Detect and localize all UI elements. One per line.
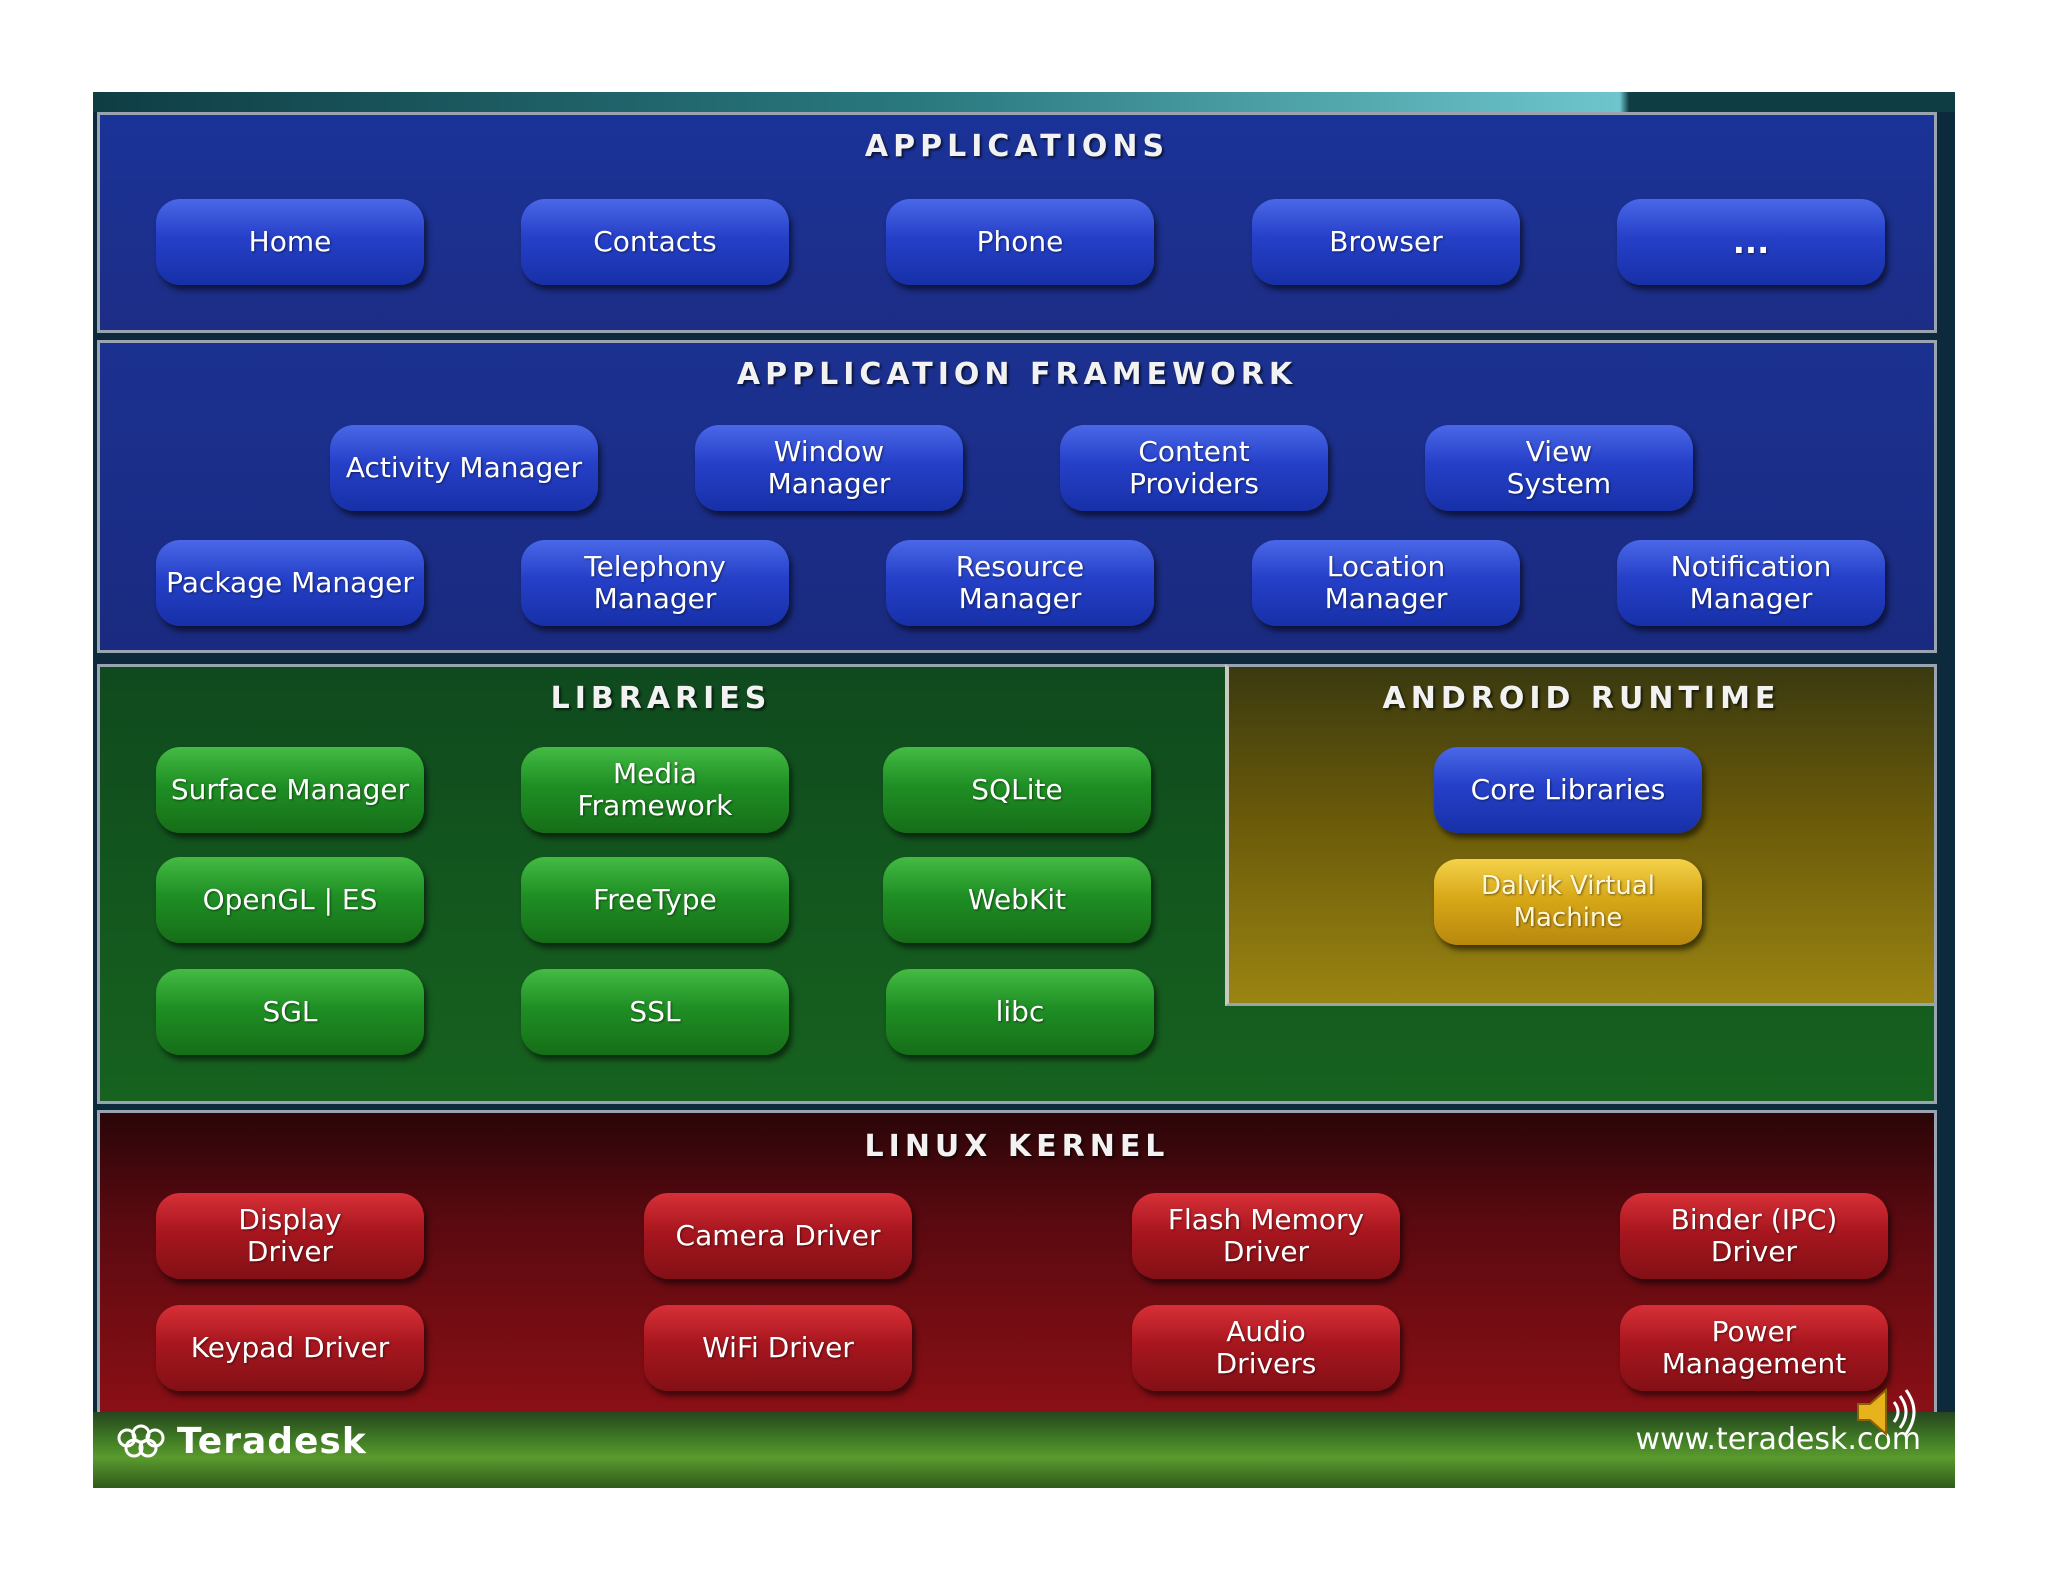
app-browser: Browser <box>1252 199 1520 285</box>
footer-band <box>93 1412 1955 1488</box>
runtime-title: Android Runtime <box>1382 681 1781 716</box>
footer-url[interactable]: www.teradesk.com <box>1635 1422 1921 1457</box>
framework-layer: Application Framework Activity Manager W… <box>97 340 1937 653</box>
fw-telephony-manager: Telephony Manager <box>521 540 789 626</box>
lib-libc: libc <box>886 969 1154 1055</box>
kernel-layer: Linux Kernel Display Driver Camera Drive… <box>97 1110 1937 1430</box>
logo-text: Teradesk <box>177 1421 367 1462</box>
k-power-management: Power Management <box>1620 1305 1888 1391</box>
fw-resource-manager: Resource Manager <box>886 540 1154 626</box>
app-contacts: Contacts <box>521 199 789 285</box>
libraries-title: Libraries <box>550 681 772 716</box>
fw-content-providers: Content Providers <box>1060 425 1328 511</box>
fw-package-manager: Package Manager <box>156 540 424 626</box>
lib-freetype: FreeType <box>521 857 789 943</box>
rt-core-libraries: Core Libraries <box>1434 747 1702 833</box>
k-keypad-driver: Keypad Driver <box>156 1305 424 1391</box>
lib-opengl-es: OpenGL | ES <box>156 857 424 943</box>
k-flash-memory-driver: Flash Memory Driver <box>1132 1193 1400 1279</box>
architecture-slide: Applications Home Contacts Phone Browser… <box>93 92 1955 1488</box>
speaker-icon[interactable] <box>1850 1382 1930 1442</box>
rt-dalvik-vm: Dalvik Virtual Machine <box>1434 859 1702 945</box>
teradesk-logo: Teradesk <box>113 1422 367 1462</box>
fw-view-system: View System <box>1425 425 1693 511</box>
app-phone: Phone <box>886 199 1154 285</box>
applications-layer: Applications Home Contacts Phone Browser… <box>97 112 1937 333</box>
fw-window-manager: Window Manager <box>695 425 963 511</box>
fw-notification-manager: Notification Manager <box>1617 540 1885 626</box>
lib-webkit: WebKit <box>883 857 1151 943</box>
runtime-layer: Android Runtime Core Libraries Dalvik Vi… <box>1225 664 1937 1006</box>
lib-media-framework: Media Framework <box>521 747 789 833</box>
k-audio-drivers: Audio Drivers <box>1132 1305 1400 1391</box>
k-binder-ipc-driver: Binder (IPC) Driver <box>1620 1193 1888 1279</box>
fw-activity-manager: Activity Manager <box>330 425 598 511</box>
top-accent-bar <box>93 92 1955 112</box>
framework-title: Application Framework <box>736 357 1298 392</box>
app-home: Home <box>156 199 424 285</box>
lib-sqlite: SQLite <box>883 747 1151 833</box>
k-camera-driver: Camera Driver <box>644 1193 912 1279</box>
logo-flower-icon <box>117 1424 165 1458</box>
app-more: ... <box>1617 199 1885 285</box>
k-display-driver: Display Driver <box>156 1193 424 1279</box>
applications-title: Applications <box>864 129 1170 164</box>
lib-sgl: SGL <box>156 969 424 1055</box>
lib-surface-manager: Surface Manager <box>156 747 424 833</box>
k-wifi-driver: WiFi Driver <box>644 1305 912 1391</box>
lib-ssl: SSL <box>521 969 789 1055</box>
fw-location-manager: Location Manager <box>1252 540 1520 626</box>
kernel-title: Linux Kernel <box>864 1129 1170 1164</box>
